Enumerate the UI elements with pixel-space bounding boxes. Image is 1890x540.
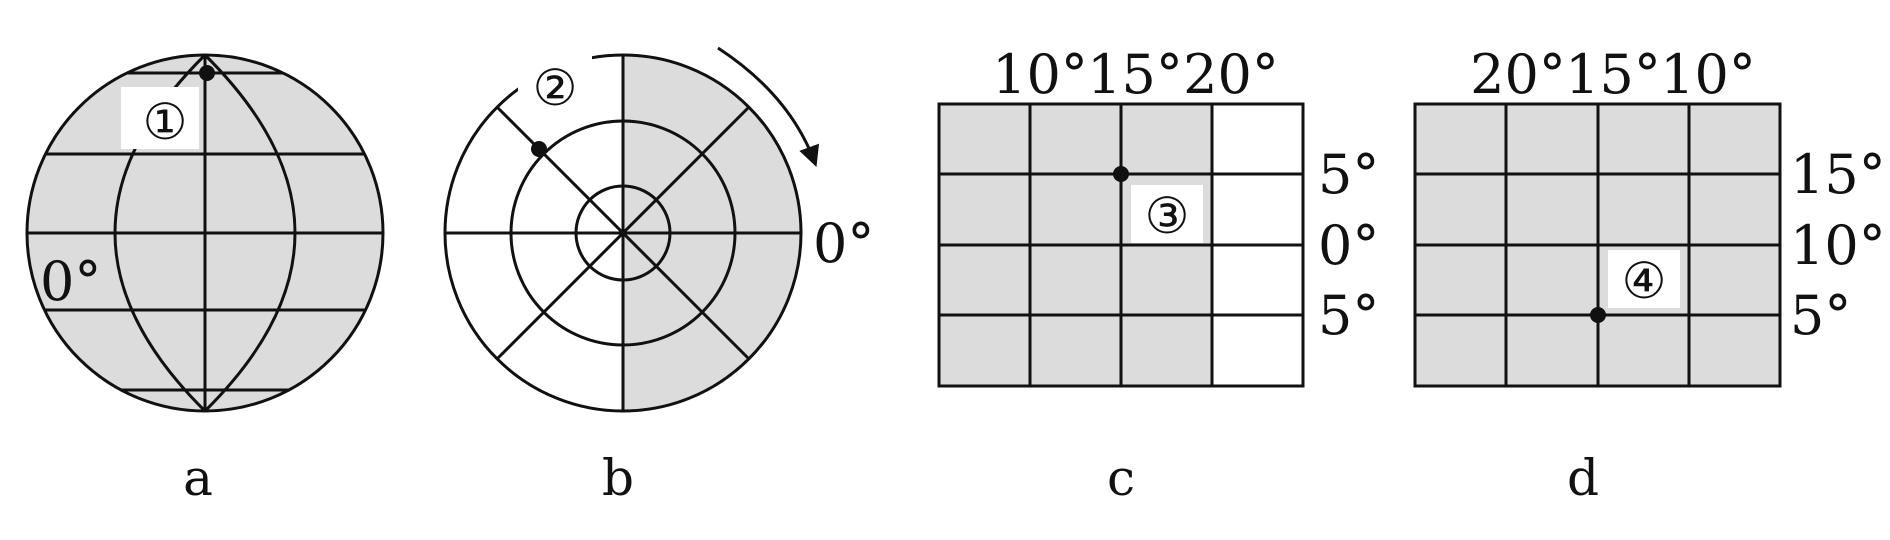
point-3 xyxy=(1113,166,1129,182)
right-label-d-2: 10° xyxy=(1790,214,1886,277)
point-2 xyxy=(531,141,547,157)
meridian-0-label: 0° xyxy=(813,212,874,275)
caption-c: c xyxy=(1107,449,1135,507)
marker-1: ① xyxy=(143,93,188,151)
diagram-a: ① 0° a xyxy=(25,53,385,507)
point-4 xyxy=(1590,307,1606,323)
marker-3: ③ xyxy=(1145,187,1190,245)
marker-1-background xyxy=(121,87,199,149)
clockwise-arrow-icon xyxy=(717,46,820,167)
diagram-b: ② 0° b xyxy=(443,46,874,507)
diagram-c: ③ 10° 15° 20° 5° 0° 5° c xyxy=(937,43,1379,507)
right-label-d-1: 15° xyxy=(1790,143,1886,206)
unshaded-cell xyxy=(1212,314,1303,386)
caption-b: b xyxy=(602,449,634,507)
point-1 xyxy=(199,65,215,81)
caption-a: a xyxy=(183,449,213,507)
marker-2: ② xyxy=(533,59,578,117)
top-label-c-3: 20° xyxy=(1183,43,1279,106)
marker-3-background xyxy=(1131,185,1203,243)
right-label-c-2: 0° xyxy=(1318,214,1379,277)
top-label-d-3: 10° xyxy=(1660,43,1756,106)
meridian-diagonal xyxy=(495,105,751,361)
marker-4-background xyxy=(1608,250,1680,308)
top-label-c-2: 15° xyxy=(1087,43,1183,106)
top-label-d-1: 20° xyxy=(1470,43,1566,106)
right-label-d-3: 5° xyxy=(1790,284,1851,347)
right-label-c-3: 5° xyxy=(1318,284,1379,347)
top-label-d-2: 15° xyxy=(1565,43,1661,106)
right-label-c-1: 5° xyxy=(1318,143,1379,206)
globe-a-outline xyxy=(25,53,385,413)
equator-label: 0° xyxy=(40,250,101,313)
meridian-curve-right xyxy=(203,53,297,413)
marker-2-background xyxy=(518,55,592,117)
top-label-c-1: 10° xyxy=(992,43,1088,106)
marker-4: ④ xyxy=(1622,252,1667,310)
caption-d: d xyxy=(1567,449,1599,507)
diagram-d: ④ 20° 15° 10° 15° 10° 5° d xyxy=(1413,43,1886,507)
